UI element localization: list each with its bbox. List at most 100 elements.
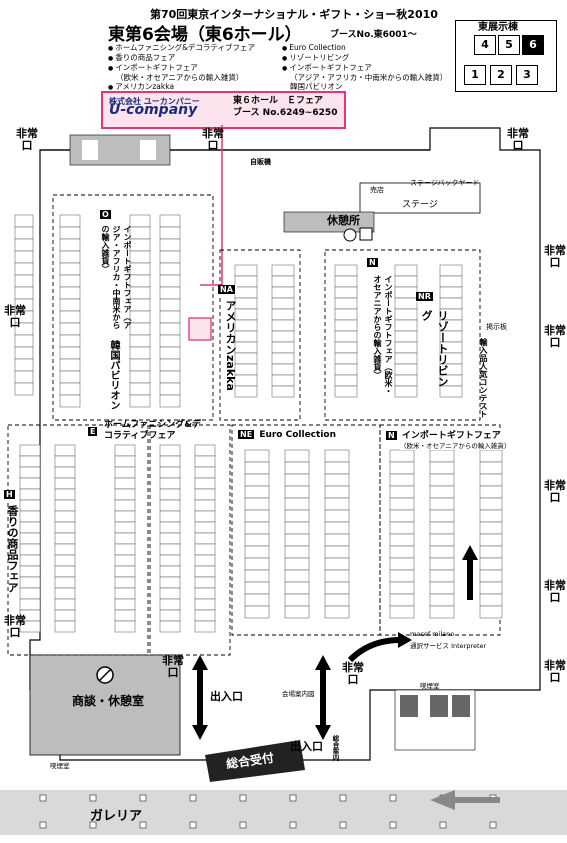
zone-name-o: インポートギフトフェア（アジア・アフリカ・中南米からの輸入雑貨） <box>101 225 132 329</box>
booth <box>14 250 34 264</box>
booth <box>19 466 41 479</box>
booth <box>159 250 181 264</box>
booth <box>194 565 216 578</box>
booth <box>244 557 270 571</box>
booth <box>54 510 76 523</box>
booth <box>54 455 76 468</box>
booth <box>479 449 503 463</box>
booth <box>159 358 181 372</box>
booth <box>194 477 216 490</box>
booth <box>54 587 76 600</box>
booth <box>284 569 310 583</box>
emergency-exit-label: 非常口 <box>544 479 566 504</box>
booth <box>159 286 181 300</box>
booth <box>234 308 258 321</box>
emergency-exit-label: 非常口 <box>544 244 566 269</box>
booth <box>394 341 418 354</box>
booth <box>59 238 81 252</box>
booth <box>59 394 81 408</box>
booth <box>244 497 270 511</box>
booth <box>114 455 136 468</box>
zone-name-h: 香りの商品フェア <box>6 505 19 593</box>
booth <box>479 533 503 547</box>
booth <box>59 346 81 360</box>
booth <box>129 214 151 228</box>
booth <box>324 509 350 523</box>
booth <box>114 565 136 578</box>
hall-cell: 4 <box>474 35 496 55</box>
booth <box>389 581 415 595</box>
restroom-icon <box>140 140 156 160</box>
booth <box>284 461 310 475</box>
booth <box>479 593 503 607</box>
booth <box>19 499 41 512</box>
booth <box>334 297 358 310</box>
booth <box>324 581 350 595</box>
booth <box>284 533 310 547</box>
booth <box>114 598 136 611</box>
booth <box>59 250 81 264</box>
booth <box>159 609 181 622</box>
hall-cell: 1 <box>464 65 486 85</box>
emergency-exit-label: 非常口 <box>544 659 566 684</box>
legend-item: リゾートリビング <box>282 53 447 63</box>
booth <box>19 444 41 457</box>
arrow-down-icon <box>192 725 208 740</box>
booth <box>244 461 270 475</box>
smoking-room-label: 喫煙室 <box>420 682 440 690</box>
booth <box>389 461 415 475</box>
zone-badge: NR <box>416 292 433 301</box>
booth <box>14 286 34 300</box>
booth <box>54 554 76 567</box>
booth <box>234 264 258 277</box>
venue-guide-label: 会場案内図 <box>282 690 315 698</box>
booth <box>159 466 181 479</box>
booth <box>54 444 76 457</box>
hall-cell: 5 <box>498 35 520 55</box>
shop-label: 売店 <box>370 186 384 194</box>
booth <box>234 286 258 299</box>
booth <box>114 576 136 589</box>
legend-item: インポートギフトフェア <box>282 63 447 73</box>
emergency-exit-label: 非常口 <box>162 654 184 679</box>
booth <box>114 466 136 479</box>
booth <box>59 310 81 324</box>
booth <box>234 319 258 332</box>
zone-name-ne: Euro Collection <box>259 430 336 440</box>
company-booth: ブース No.6249~6250 <box>233 108 338 118</box>
booth <box>54 466 76 479</box>
booth <box>159 346 181 360</box>
booth <box>334 319 358 332</box>
booth <box>334 363 358 376</box>
booth <box>159 394 181 408</box>
meeting-room-label: 商談・休憩室 <box>72 694 145 708</box>
booth <box>394 385 418 398</box>
booth <box>244 533 270 547</box>
booth <box>54 477 76 490</box>
booth <box>244 449 270 463</box>
zone-name-n2: インポートギフトフェア <box>401 431 501 441</box>
zone-badge: O <box>100 210 111 219</box>
booth <box>324 533 350 547</box>
booth <box>194 521 216 534</box>
booth <box>19 510 41 523</box>
booth <box>244 581 270 595</box>
booth <box>129 382 151 396</box>
booth <box>59 358 81 372</box>
booth <box>284 545 310 559</box>
booth <box>389 485 415 499</box>
booth <box>244 569 270 583</box>
booth <box>19 576 41 589</box>
booth <box>59 370 81 384</box>
coffee-icon <box>343 228 357 242</box>
booth <box>271 385 295 398</box>
booth <box>479 521 503 535</box>
booth <box>129 346 151 360</box>
booth <box>429 521 455 535</box>
booth <box>19 565 41 578</box>
booth <box>19 554 41 567</box>
hall-indicator-title: 東展示棟 <box>478 22 518 33</box>
booth <box>14 346 34 360</box>
booth <box>159 532 181 545</box>
rest-area-label: 休憩所 <box>327 214 360 227</box>
